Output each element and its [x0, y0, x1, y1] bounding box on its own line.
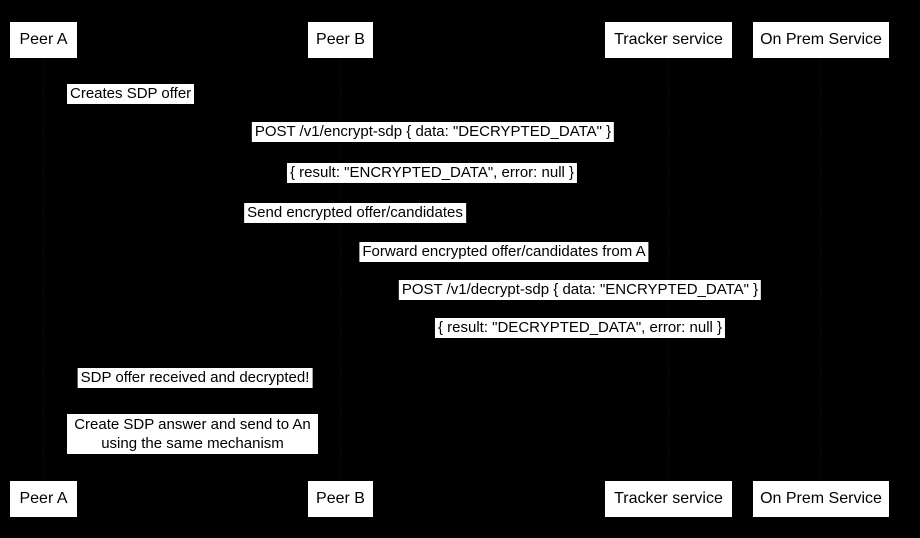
- message-post-decrypt-sdp: POST /v1/decrypt-sdp { data: "ENCRYPTED_…: [398, 280, 762, 300]
- note-create-sdp-answer: Create SDP answer and send to An using t…: [67, 414, 318, 454]
- lifeline-on-prem-service: [820, 58, 821, 481]
- note-line-1: Create SDP answer and send to An: [74, 416, 311, 433]
- message-creates-sdp-offer: Creates SDP offer: [67, 84, 195, 104]
- message-sdp-offer-received: SDP offer received and decrypted!: [77, 368, 313, 388]
- lifeline-tracker-service: [668, 58, 669, 481]
- lifeline-peer-a: [43, 58, 44, 481]
- actor-top-tracker-service: Tracker service: [605, 22, 732, 58]
- note-line-2: using the same mechanism: [101, 435, 284, 452]
- message-post-encrypt-sdp: POST /v1/encrypt-sdp { data: "DECRYPTED_…: [251, 122, 615, 142]
- actor-top-peer-b: Peer B: [308, 22, 373, 58]
- message-encrypt-result: { result: "ENCRYPTED_DATA", error: null …: [286, 163, 578, 183]
- actor-bottom-tracker-service: Tracker service: [605, 481, 732, 517]
- actor-bottom-peer-a: Peer A: [10, 481, 77, 517]
- message-decrypt-result: { result: "DECRYPTED_DATA", error: null …: [434, 318, 726, 338]
- actor-bottom-on-prem-service: On Prem Service: [753, 481, 889, 517]
- message-send-encrypted-offer: Send encrypted offer/candidates: [244, 203, 466, 223]
- lifeline-peer-b: [340, 58, 341, 481]
- actor-top-on-prem-service: On Prem Service: [753, 22, 889, 58]
- message-forward-encrypted-offer: Forward encrypted offer/candidates from …: [359, 242, 649, 262]
- actor-bottom-peer-b: Peer B: [308, 481, 373, 517]
- actor-top-peer-a: Peer A: [10, 22, 77, 58]
